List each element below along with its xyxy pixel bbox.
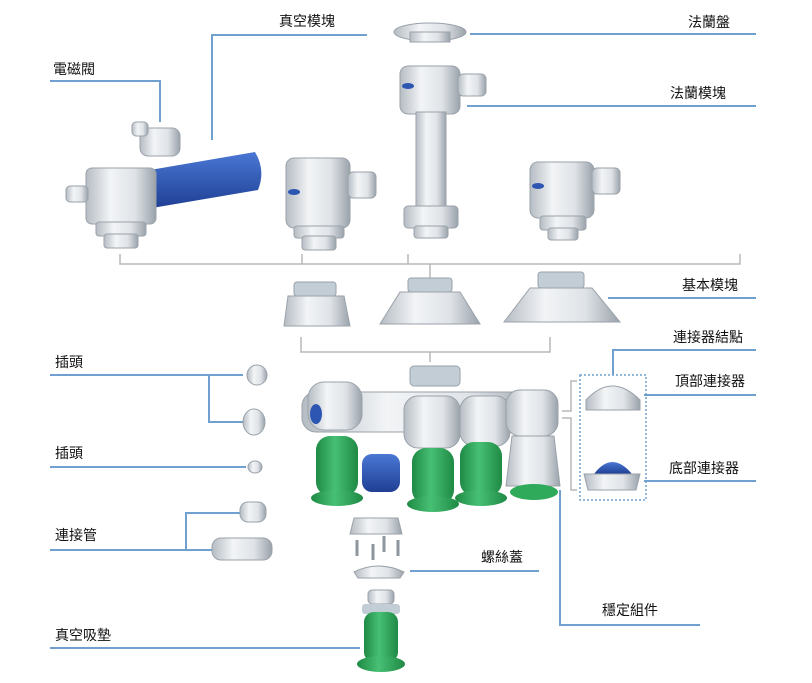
label-stabilizer-assembly: 穩定組件 [602,603,658,619]
connector-node-assembly [301,365,561,500]
bracket-basic [300,337,551,353]
vacuum-module-part [65,152,262,249]
label-screw-cap: 螺絲蓋 [481,550,523,566]
label-connector-node: 連接器結點 [673,330,743,346]
vacuum-module-right-part [529,161,621,241]
vacuum-suction-pad-part [357,589,405,672]
leader-stabilizer [559,490,700,626]
bellows-suction-cups [311,436,507,512]
blue-insert-part [362,454,400,492]
label-plug-2: 插頭 [55,446,83,462]
label-vacuum-module: 真空模塊 [279,14,335,30]
flange-module-part [399,65,487,239]
bottom-connector-part [583,462,641,491]
connecting-tube-parts [211,501,273,561]
basic-module-parts [283,271,622,327]
bracket-top [562,380,577,412]
connector-dashed-box [579,374,647,501]
label-top-connector: 頂部連接器 [675,374,745,390]
leader-plug-1-branch [208,375,243,423]
screw-cap-parts [349,517,405,579]
top-connector-part [585,385,641,411]
label-basic-module: 基本模塊 [682,278,738,294]
leader-vacuum-module [211,34,367,140]
plug-parts [242,364,268,474]
solenoid-valve-part [131,121,181,157]
label-bottom-connector: 底部連接器 [669,461,739,477]
label-solenoid-valve: 電磁閥 [53,62,95,78]
leader-solenoid-valve [50,80,161,122]
leader-connector-node [612,349,756,375]
leader-connecting-tube-branch [185,512,240,550]
label-flange-module: 法蘭模塊 [670,86,726,102]
label-flange-plate: 法蘭盤 [688,15,730,31]
label-plug-1: 插頭 [55,355,83,371]
bracket-bottom [562,417,577,491]
label-connecting-tube: 連接管 [55,528,97,544]
label-vacuum-suction-pad: 真空吸墊 [55,628,111,644]
compact-vacuum-module-part [285,157,377,251]
